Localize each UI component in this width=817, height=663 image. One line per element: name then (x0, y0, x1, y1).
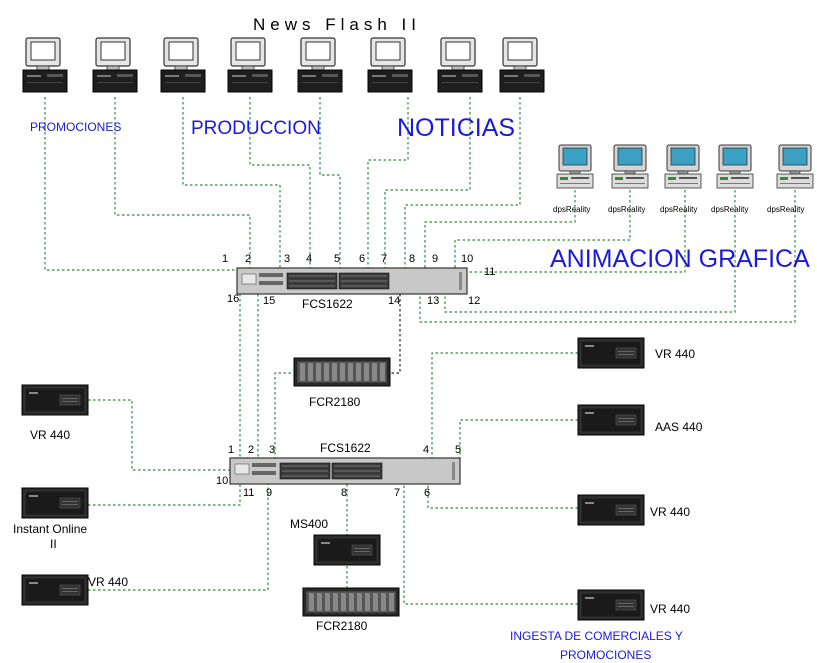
bottom-switch-label: FCS1622 (320, 441, 371, 455)
dps-reality-workstations: dpsReality dpsReality dpsReality dpsReal… (553, 144, 814, 214)
dps-reality-label: dpsReality (711, 205, 748, 214)
port-number: 5 (334, 253, 340, 265)
port-number: 2 (245, 253, 251, 265)
dept-label-promociones: PROMOCIONES (30, 120, 121, 134)
port-number: 1 (222, 253, 228, 265)
vr440-right-1-label: VR 440 (655, 347, 695, 361)
port-number: 15 (263, 295, 275, 307)
dept-label-produccion: PRODUCCION (191, 118, 321, 139)
port-number: 10 (461, 253, 473, 265)
port-number: 10 (216, 475, 228, 487)
top-fibre-channel-switch (236, 267, 468, 295)
port-number: 4 (423, 444, 429, 456)
vr440-right-2-label: VR 440 (650, 505, 690, 519)
network-title: News Flash II (253, 15, 421, 34)
vr440-right-1 (577, 337, 645, 369)
port-number: 8 (409, 253, 415, 265)
aas440-server (577, 404, 645, 436)
port-number: 7 (394, 487, 400, 499)
vr440-left-1-label: VR 440 (30, 428, 70, 442)
port-number: 8 (341, 487, 347, 499)
workstation-6 (367, 37, 413, 93)
top-switch-port-numbers: 1 2 3 4 5 6 7 8 9 10 11 12 13 14 15 16 (222, 253, 495, 307)
workstation-5 (297, 37, 343, 93)
port-number: 3 (284, 253, 290, 265)
ingesta-label-line1: INGESTA DE COMERCIALES Y (510, 629, 683, 643)
port-number: 1 (228, 444, 234, 456)
dps-reality-3 (664, 144, 702, 189)
port-number: 5 (455, 444, 461, 456)
dps-reality-label: dpsReality (608, 205, 645, 214)
port-number: 11 (243, 487, 254, 499)
news-flash-workstations (22, 37, 545, 93)
vr440-left-2 (21, 574, 89, 606)
port-number: 11 (484, 266, 495, 278)
dps-reality-4 (716, 144, 754, 189)
workstation-1 (22, 37, 68, 93)
vr440-right-2 (577, 494, 645, 526)
port-number: 3 (269, 444, 275, 456)
dept-label-animacion-grafica: ANIMACION GRAFICA (550, 245, 810, 273)
dps-reality-5 (776, 144, 814, 189)
dps-reality-1 (556, 144, 594, 189)
port-number: 2 (248, 444, 254, 456)
fcr2180-top-storage (293, 357, 391, 387)
port-number: 13 (427, 295, 439, 307)
port-number: 7 (381, 253, 387, 265)
fcr2180-top-label: FCR2180 (309, 395, 361, 409)
workstation-7 (437, 37, 483, 93)
port-number: 12 (468, 295, 480, 307)
port-number: 9 (432, 253, 438, 265)
vr440-left-2-label: VR 440 (88, 575, 128, 589)
port-number: 6 (424, 487, 430, 499)
bottom-fibre-channel-switch (229, 457, 461, 485)
dps-reality-label: dpsReality (660, 205, 697, 214)
port-number: 14 (388, 295, 400, 307)
workstation-2 (92, 37, 138, 93)
port-number: 4 (306, 253, 312, 265)
ingesta-label-line2: PROMOCIONES (560, 648, 651, 662)
vr440-left-1 (21, 384, 89, 416)
instant-online-label-line2: II (50, 537, 57, 551)
bottom-switch-port-numbers: 1 2 3 4 5 6 7 8 9 10 11 (216, 444, 461, 499)
top-switch-label: FCS1622 (302, 297, 353, 311)
dps-reality-2 (611, 144, 649, 189)
workstation-8 (499, 37, 545, 93)
vr440-right-3 (577, 589, 645, 621)
port-number: 16 (227, 293, 239, 305)
dept-label-noticias: NOTICIAS (397, 114, 515, 142)
workstation-3 (160, 37, 206, 93)
vr440-right-3-label: VR 440 (650, 602, 690, 616)
ms400-server (313, 534, 381, 566)
instant-online-server (21, 487, 89, 519)
fcr2180-bottom-storage (302, 587, 400, 617)
connection-lines (44, 97, 796, 605)
fcr2180-bottom-label: FCR2180 (316, 619, 368, 633)
dps-reality-label: dpsReality (767, 205, 804, 214)
dps-reality-label: dpsReality (553, 205, 590, 214)
ms400-label: MS400 (290, 517, 328, 531)
instant-online-label-line1: Instant Online (13, 522, 87, 536)
workstation-4 (227, 37, 273, 93)
port-number: 9 (266, 487, 272, 499)
port-number: 6 (359, 253, 365, 265)
aas440-label: AAS 440 (655, 420, 703, 434)
